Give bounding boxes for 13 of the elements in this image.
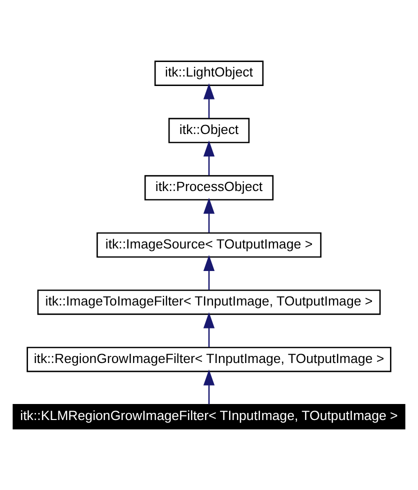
node-box: itk::LightObject <box>154 60 264 86</box>
node-box: itk::ImageToImageFilter< TInputImage, TOutputImage > <box>37 290 381 315</box>
node-box: itk::ImageSource< TOutputImage > <box>96 232 322 258</box>
arrow <box>203 312 215 348</box>
arrow <box>203 254 215 290</box>
arrow <box>203 83 215 118</box>
arrow <box>203 140 215 176</box>
node-box: itk::ProcessObject <box>144 175 274 200</box>
arrow <box>203 198 215 233</box>
node-box: itk::KLMRegionGrowImageFilter< TInputImage, TOutputImage > <box>12 404 406 430</box>
node-box: itk::RegionGrowImageFilter< TInputImage, TOutputImage > <box>26 346 392 372</box>
node-box: itk::Object <box>168 118 250 144</box>
arrow <box>203 369 215 404</box>
